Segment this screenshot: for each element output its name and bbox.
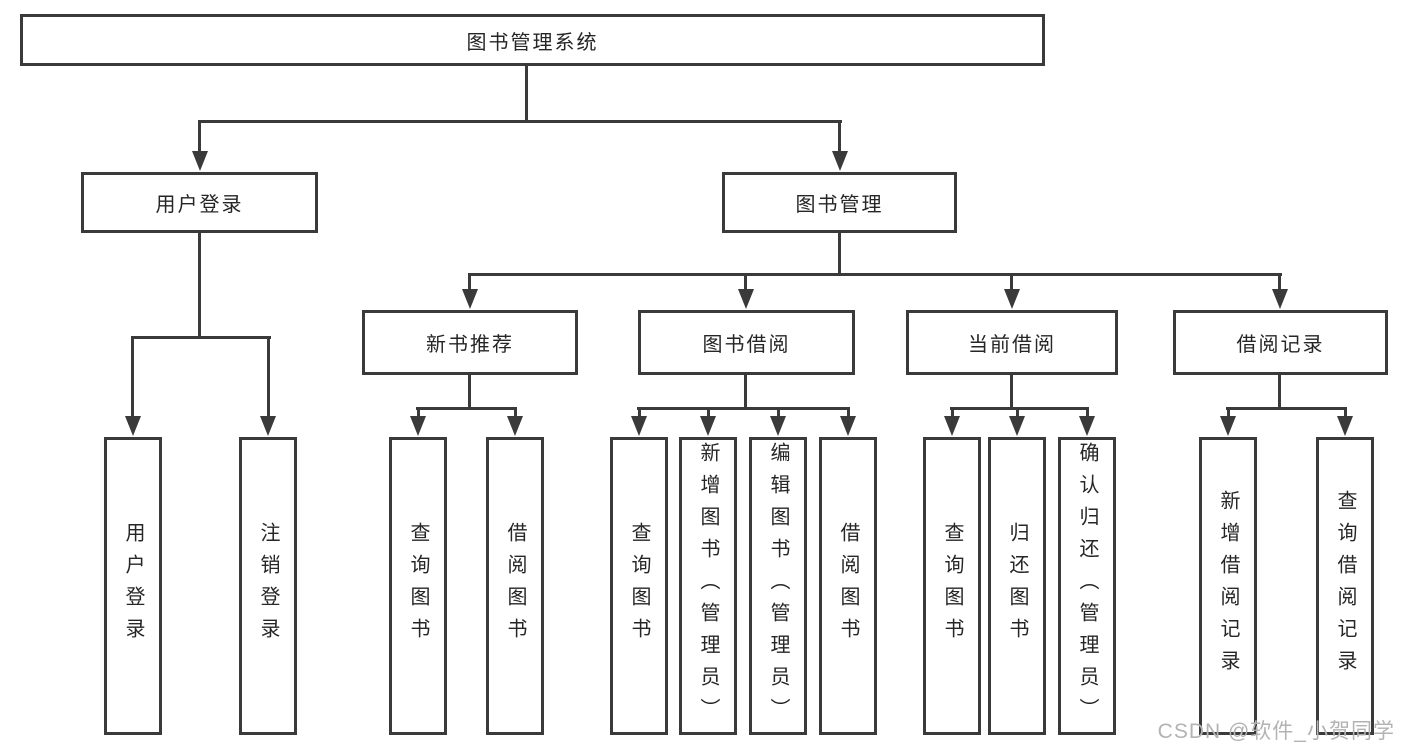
leaf-label: 借阅图书 bbox=[837, 522, 859, 650]
arrow-to-book-borrowing bbox=[738, 289, 754, 309]
connector-new-book-down bbox=[468, 373, 471, 410]
arrow-to-borrowing-records bbox=[1272, 289, 1288, 309]
connector-leaf-drop bbox=[638, 407, 641, 419]
node-label: 图书管理系统 bbox=[466, 31, 599, 54]
leaf-add-book-admin: 新增图书（管理员） bbox=[679, 437, 737, 735]
arrow-to-leaf bbox=[1337, 416, 1353, 436]
connector-current-borrowing-down bbox=[1010, 373, 1013, 410]
leaf-query-books-current: 查询图书 bbox=[923, 437, 981, 735]
leaf-label: 新增借阅记录 bbox=[1217, 490, 1239, 682]
connector-current-borrowing-split bbox=[950, 407, 1089, 410]
connector-level1-split bbox=[198, 120, 842, 123]
connector-user-login-down bbox=[198, 230, 201, 339]
arrow-to-leaf bbox=[410, 416, 426, 436]
connector-leaf-drop bbox=[847, 407, 850, 419]
connector-user-login-split bbox=[131, 336, 271, 339]
arrow-to-leaf bbox=[1079, 416, 1095, 436]
arrow-to-leaf-user-login bbox=[125, 416, 141, 436]
arrow-to-leaf bbox=[770, 416, 786, 436]
connector-drop-leaf-logout bbox=[267, 336, 270, 417]
connector-leaf-drop bbox=[777, 407, 780, 419]
arrow-to-leaf bbox=[1220, 416, 1236, 436]
leaf-borrow-books-borrowing: 借阅图书 bbox=[819, 437, 877, 735]
connector-leaf-drop bbox=[707, 407, 710, 419]
connector-new-book-split bbox=[416, 407, 517, 410]
arrow-to-leaf bbox=[631, 416, 647, 436]
connector-borrowing-records-split bbox=[1226, 407, 1347, 410]
connector-book-borrowing-down bbox=[744, 373, 747, 410]
connector-drop-book-management bbox=[838, 120, 841, 154]
node-label: 图书借阅 bbox=[702, 334, 791, 356]
connector-book-borrowing-split bbox=[637, 407, 850, 410]
arrow-to-leaf bbox=[700, 416, 716, 436]
arrow-to-current-borrowing bbox=[1004, 289, 1020, 309]
leaf-label: 注销登录 bbox=[257, 522, 279, 650]
node-library-management-system: 图书管理系统 bbox=[20, 14, 1045, 66]
leaf-label: 编辑图书（管理员） bbox=[767, 442, 789, 730]
leaf-label: 查询图书 bbox=[407, 522, 429, 650]
connector-drop-book-borrowing bbox=[744, 273, 747, 292]
connector-leaf-drop bbox=[514, 407, 517, 419]
csdn-watermark: CSDN @软件_小贺同学 bbox=[1157, 720, 1395, 743]
connector-leaf-drop bbox=[1086, 407, 1089, 419]
arrow-to-leaf-logout bbox=[260, 416, 276, 436]
node-book-borrowing: 图书借阅 bbox=[638, 310, 855, 375]
leaf-label: 确认归还（管理员） bbox=[1076, 442, 1098, 730]
arrow-to-leaf bbox=[507, 416, 523, 436]
node-new-book-recommendation: 新书推荐 bbox=[362, 310, 578, 375]
connector-borrowing-records-down bbox=[1278, 373, 1281, 410]
arrow-to-user-login bbox=[192, 151, 208, 171]
leaf-label: 用户登录 bbox=[122, 522, 144, 650]
connector-drop-borrowing-records bbox=[1278, 273, 1281, 292]
arrow-to-leaf bbox=[840, 416, 856, 436]
leaf-query-books-borrowing: 查询图书 bbox=[610, 437, 668, 735]
connector-leaf-drop bbox=[1344, 407, 1347, 419]
leaf-query-books-new: 查询图书 bbox=[389, 437, 447, 735]
connector-drop-user-login bbox=[198, 120, 201, 154]
node-book-management: 图书管理 bbox=[722, 172, 957, 233]
leaf-label: 查询图书 bbox=[628, 522, 650, 650]
node-label: 用户登录 bbox=[155, 194, 244, 216]
leaf-add-borrow-record: 新增借阅记录 bbox=[1199, 437, 1257, 735]
node-label: 借阅记录 bbox=[1236, 334, 1325, 356]
leaf-label: 归还图书 bbox=[1006, 522, 1028, 650]
leaf-confirm-return-admin: 确认归还（管理员） bbox=[1058, 437, 1116, 735]
arrow-to-book-management bbox=[832, 151, 848, 171]
leaf-label: 借阅图书 bbox=[504, 522, 526, 650]
leaf-label: 查询借阅记录 bbox=[1334, 490, 1356, 682]
leaf-label: 查询图书 bbox=[941, 522, 963, 650]
arrow-to-leaf bbox=[1009, 416, 1025, 436]
leaf-logout: 注销登录 bbox=[239, 437, 297, 735]
leaf-borrow-books-new: 借阅图书 bbox=[486, 437, 544, 735]
node-user-login: 用户登录 bbox=[81, 172, 318, 233]
leaf-query-borrow-record: 查询借阅记录 bbox=[1316, 437, 1374, 735]
arrow-to-new-book bbox=[462, 289, 478, 309]
connector-drop-current-borrowing bbox=[1010, 273, 1013, 292]
leaf-return-book: 归还图书 bbox=[988, 437, 1046, 735]
connector-level2-split bbox=[468, 273, 1282, 276]
connector-leaf-drop bbox=[417, 407, 420, 419]
connector-leaf-drop bbox=[1016, 407, 1019, 419]
connector-leaf-drop bbox=[951, 407, 954, 419]
node-label: 当前借阅 bbox=[968, 334, 1056, 356]
leaf-edit-book-admin: 编辑图书（管理员） bbox=[749, 437, 807, 735]
node-current-borrowing: 当前借阅 bbox=[906, 310, 1118, 375]
arrow-to-leaf bbox=[944, 416, 960, 436]
connector-leaf-drop bbox=[1227, 407, 1230, 419]
connector-root-trunk bbox=[525, 64, 528, 123]
connector-book-management-down bbox=[838, 230, 841, 276]
leaf-user-login: 用户登录 bbox=[104, 437, 162, 735]
connector-drop-leaf-user-login bbox=[131, 336, 134, 417]
leaf-label: 新增图书（管理员） bbox=[697, 442, 719, 730]
node-label: 图书管理 bbox=[795, 194, 884, 216]
connector-drop-new-book bbox=[468, 273, 471, 292]
node-label: 新书推荐 bbox=[426, 334, 514, 356]
node-borrowing-records: 借阅记录 bbox=[1173, 310, 1388, 375]
